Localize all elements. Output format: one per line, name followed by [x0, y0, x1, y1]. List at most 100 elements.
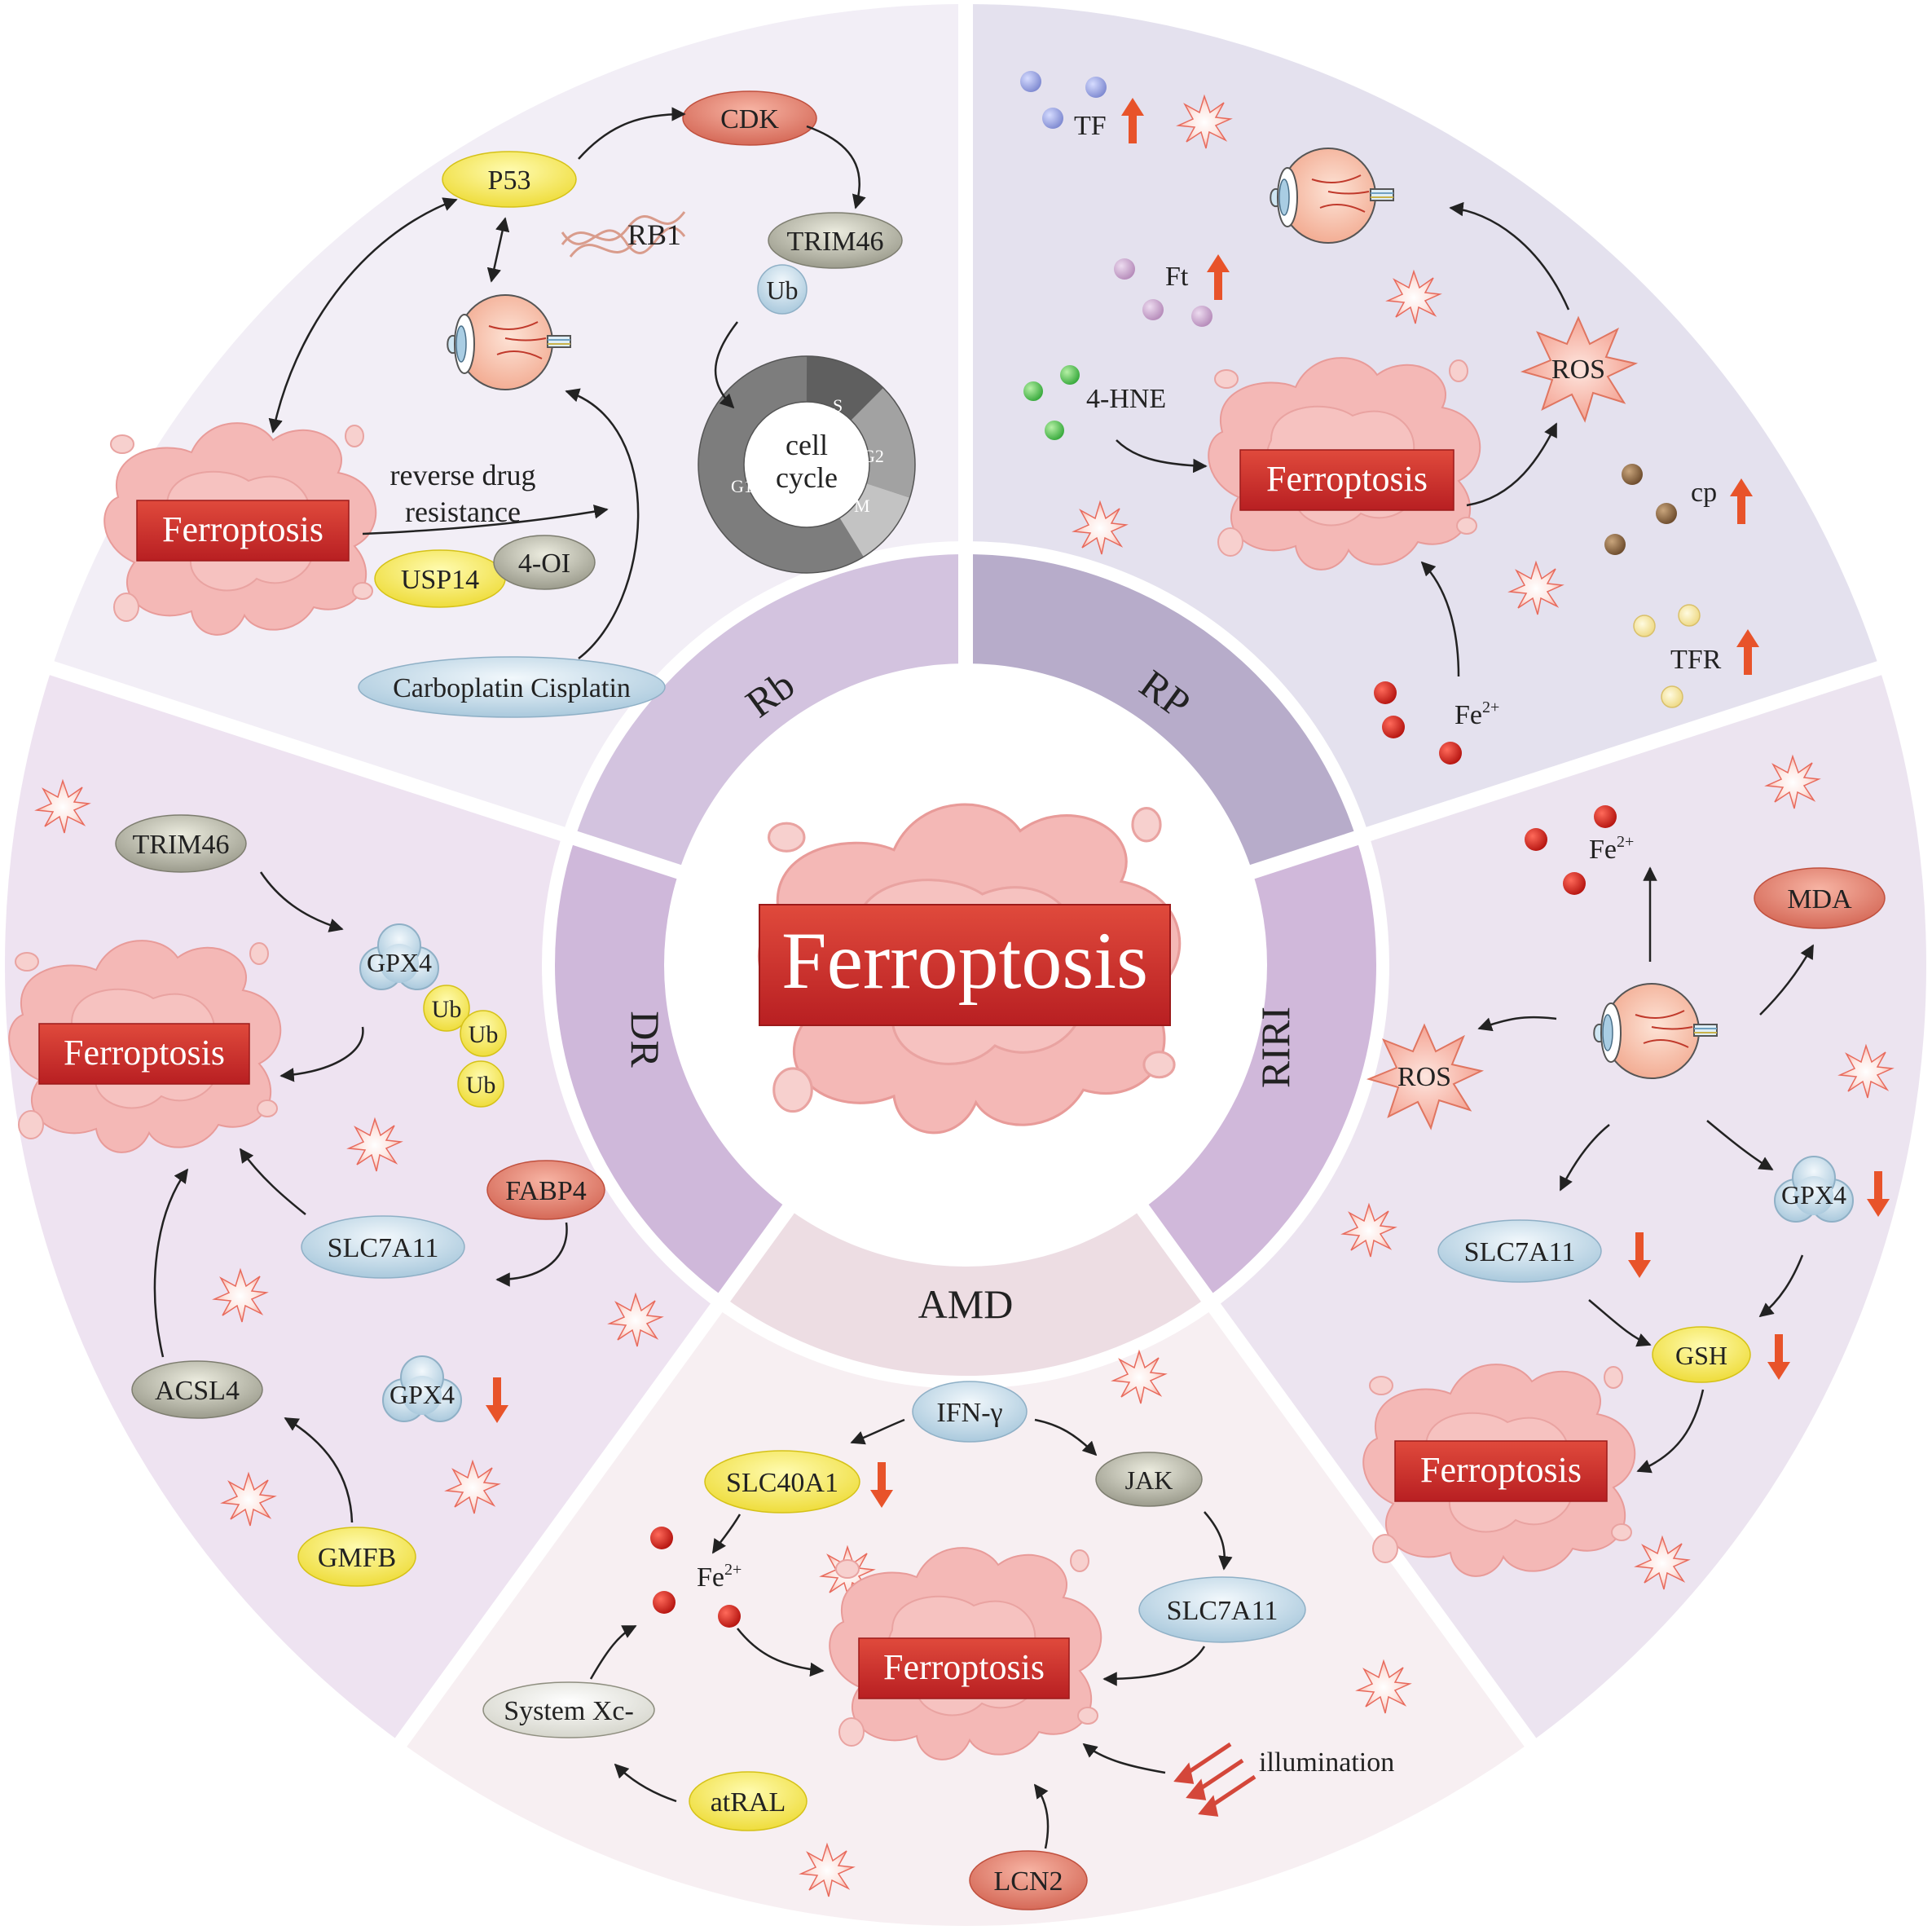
dr-ub-label-3: Ub [466, 1072, 496, 1099]
sector-amd [400, 965, 1531, 1928]
riri-mda-pill [1754, 867, 1886, 929]
rp-fe-ball-2 [1382, 716, 1405, 738]
dr-ferroptosis-label: Ferroptosis [64, 1033, 225, 1073]
dr-ferroptosis-box [38, 1023, 250, 1085]
riri-arrows [1477, 866, 1815, 1474]
riri-ferroptosis-box [1394, 1440, 1608, 1502]
rp-ros-burst [1520, 315, 1639, 423]
rb-section: Ferroptosis P53 RB1 CDK TRIM46 Ub cell c… [103, 90, 916, 718]
rp-ferroptosis-label: Ferroptosis [1266, 459, 1428, 499]
rp-fe-label: Fe2+ [1455, 698, 1499, 730]
tf-particle-2 [1085, 77, 1107, 98]
amd-lcn2-pill [969, 1850, 1088, 1910]
rb-ub-label: Ub [766, 275, 798, 305]
rb-carboplatin-label: Carboplatin Cisplatin [393, 673, 631, 703]
dr-ub-circle-1 [423, 985, 470, 1032]
dr-gpx4-top-label: GPX4 [367, 948, 432, 977]
amd-lcn2-label: LCN2 [994, 1866, 1063, 1897]
amd-ifn-label: IFN-γ [936, 1398, 1002, 1428]
ring-label-riri: RIRI [1252, 1007, 1298, 1088]
dr-section: TRIM46 GPX4 Ub Ub Ub Ferroptosis FABP4 S… [8, 780, 662, 1587]
dr-slc7a11-label: SLC7A11 [328, 1233, 439, 1263]
rb-4oi-label: 4-OI [518, 549, 570, 579]
riri-fe-label: Fe2+ [1589, 833, 1634, 865]
dr-slc7a11-pill [301, 1215, 465, 1279]
dr-ub-circle-2 [460, 1010, 507, 1057]
riri-slc7a11-pill [1437, 1219, 1602, 1283]
rb-drug-note-1: reverse drug [390, 459, 536, 491]
phase-m-label: M [854, 496, 870, 516]
amd-atral-pill [689, 1771, 808, 1831]
amd-section: IFN-γ SLC40A1 JAK Fe2+ Ferroptosis SLC7A… [482, 1351, 1410, 1910]
rb-4oi-pill [493, 535, 596, 590]
dr-ub-label-1: Ub [432, 996, 462, 1023]
cp-particle-2 [1656, 503, 1677, 524]
rp-hne-label: 4-HNE [1086, 384, 1166, 414]
rp-fe-ball-1 [1374, 681, 1397, 704]
rb-drug-note-2: resistance [405, 496, 521, 528]
tfr-particle-1 [1633, 615, 1656, 637]
dr-ub-circle-3 [457, 1060, 504, 1108]
riri-fe-ball-2 [1594, 805, 1617, 828]
rp-ft-label: Ft [1165, 262, 1189, 292]
riri-ros-burst [1366, 1023, 1485, 1130]
riri-ros-label: ROS [1397, 1062, 1451, 1092]
dr-ub-label-2: Ub [469, 1021, 499, 1048]
tf-particle-1 [1020, 71, 1041, 92]
phase-g1-label: G1 [731, 476, 753, 496]
riri-gsh-label: GSH [1675, 1341, 1727, 1370]
rb-arrows [268, 107, 866, 659]
rp-arrows [1116, 201, 1570, 677]
ring-label-amd: AMD [918, 1281, 1014, 1327]
ft-particle-1 [1114, 258, 1135, 280]
rb-trim46-label: TRIM46 [787, 227, 884, 257]
phase-g2-label: G2 [862, 446, 884, 466]
rb-usp14-label: USP14 [401, 565, 479, 595]
rp-ros-label: ROS [1551, 355, 1605, 385]
rb-p53-label: P53 [488, 165, 531, 196]
phase-s-label: S [833, 395, 843, 416]
riri-slc7a11-label: SLC7A11 [1464, 1237, 1576, 1267]
rb-ferroptosis-box [136, 500, 350, 562]
amd-illumination-label: illumination [1259, 1747, 1394, 1778]
tf-particle-3 [1042, 108, 1063, 129]
amd-slc7a11-label: SLC7A11 [1167, 1596, 1278, 1626]
rb-cdk-label: CDK [720, 104, 779, 134]
amd-ferroptosis-label: Ferroptosis [883, 1647, 1045, 1687]
cell-cycle-label-2: cycle [776, 461, 838, 494]
amd-ferroptosis-box [858, 1637, 1070, 1699]
dr-arrows [153, 871, 568, 1523]
rp-tf-label: TF [1074, 111, 1107, 141]
tfr-particle-3 [1661, 685, 1683, 708]
center-title-box [759, 904, 1171, 1026]
ring-label-dr: DR [623, 1011, 668, 1068]
amd-jak-pill [1095, 1452, 1203, 1507]
cell-cycle-label-1: cell [786, 429, 828, 461]
cp-particle-1 [1622, 464, 1643, 485]
dr-trim46-label: TRIM46 [133, 830, 230, 860]
dr-fabp4-label: FABP4 [505, 1176, 587, 1206]
riri-gsh-pill [1652, 1326, 1751, 1383]
amd-fe-ball-1 [650, 1527, 673, 1549]
hne-particle-2 [1060, 365, 1080, 385]
rb-trim46-pill [768, 212, 903, 269]
rp-tfr-label: TFR [1670, 645, 1722, 675]
dr-gpx4-bottom-label: GPX4 [389, 1380, 455, 1409]
amd-fe-ball-2 [653, 1591, 676, 1614]
rb1-dna-icon [561, 211, 686, 258]
rb-ferroptosis-label: Ferroptosis [162, 509, 323, 549]
amd-fe-ball-3 [718, 1605, 741, 1628]
riri-mda-label: MDA [1787, 884, 1852, 914]
dr-gmfb-pill [297, 1527, 416, 1587]
amd-slc40a1-pill [704, 1450, 860, 1514]
center-title: Ferroptosis [781, 915, 1148, 1006]
illumination-icon [1173, 1742, 1256, 1817]
rp-ferroptosis-box [1239, 449, 1455, 511]
amd-systemxc-pill [482, 1681, 655, 1738]
riri-fe-ball-1 [1525, 828, 1547, 851]
amd-ifn-pill [912, 1381, 1028, 1443]
riri-section: Fe2+ MDA ROS SLC7A11 GPX4 GSH Ferroptosi… [1342, 756, 1893, 1590]
rb-p53-pill [442, 151, 577, 208]
ft-particle-2 [1142, 299, 1164, 320]
